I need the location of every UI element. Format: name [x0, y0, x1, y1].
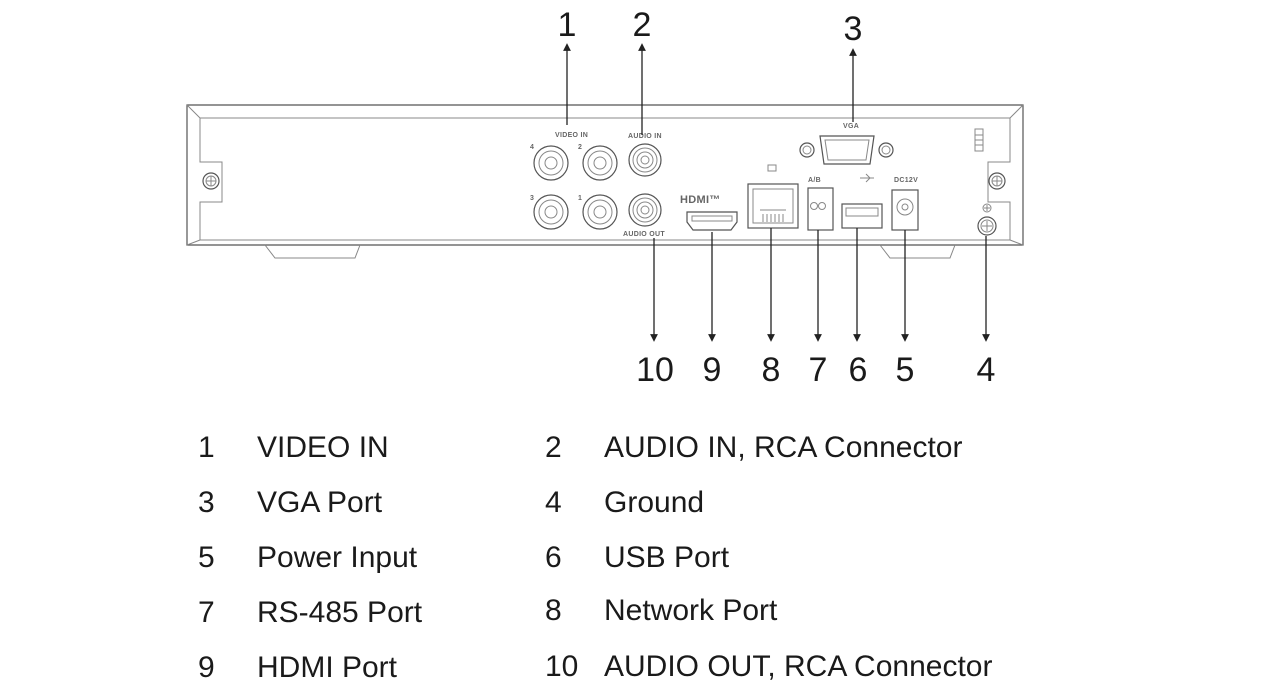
legend-number: 6 [545, 541, 562, 574]
bnc-connector[interactable] [533, 194, 569, 230]
legend-number: 7 [198, 596, 215, 629]
legend-label: Ground [604, 486, 705, 519]
network-icon [767, 164, 777, 172]
vga-port[interactable]: VGA [799, 123, 894, 165]
vent-slot [974, 128, 984, 152]
legend-label: AUDIO IN, RCA Connector [604, 431, 963, 464]
legend-number: 10 [545, 650, 579, 683]
video-in-label: VIDEO IN [555, 132, 588, 139]
power-input[interactable]: DC12V [891, 177, 919, 231]
legend-number: 3 [198, 486, 215, 519]
ground-screw [977, 203, 997, 236]
audio-in-label: AUDIO IN [628, 133, 662, 140]
callout-4: 4 [977, 351, 996, 389]
rs485-label: A/B [808, 177, 821, 184]
callout-arrows-top: 1 2 3 [558, 6, 863, 135]
channel-label: 2 [578, 144, 582, 151]
callout-1: 1 [558, 6, 577, 44]
callout-2: 2 [633, 6, 652, 44]
callout-6: 6 [849, 351, 868, 389]
channel-label: 1 [578, 195, 582, 202]
callout-8: 8 [762, 351, 781, 389]
legend-number: 2 [545, 431, 562, 464]
power-label: DC12V [894, 177, 918, 184]
callout-3: 3 [844, 10, 863, 48]
legend-label: Network Port [604, 594, 778, 627]
bnc-connector[interactable] [533, 145, 569, 181]
audio-in-rca[interactable]: AUDIO IN [628, 133, 662, 177]
hdmi-port[interactable]: HDMI™ [680, 194, 738, 231]
legend-label: VIDEO IN [257, 431, 389, 464]
callout-arrows-bottom: 10 9 8 7 6 5 4 [636, 228, 995, 389]
mount-screw-right [988, 172, 1006, 190]
audio-out-label: AUDIO OUT [623, 231, 665, 238]
network-port[interactable] [747, 164, 799, 229]
legend-number: 1 [198, 431, 215, 464]
callout-5: 5 [896, 351, 915, 389]
bnc-connector[interactable] [582, 145, 618, 181]
legend-number: 5 [198, 541, 215, 574]
legend-number: 4 [545, 486, 562, 519]
rs485-terminal[interactable]: A/B [807, 177, 834, 231]
callout-10: 10 [636, 351, 674, 389]
legend-label: HDMI Port [257, 651, 398, 684]
callout-7: 7 [809, 351, 828, 389]
channel-label: 3 [530, 195, 534, 202]
vga-label: VGA [843, 123, 859, 130]
chassis [186, 104, 1024, 259]
legend-label: USB Port [604, 541, 730, 574]
usb-port[interactable] [841, 173, 883, 229]
rear-panel-diagram: VIDEO IN 4 2 3 1 AUDIO IN AUDIO OUT HDMI… [186, 6, 1024, 389]
legend-label: VGA Port [257, 486, 383, 519]
channel-label: 4 [530, 144, 534, 151]
legend-number: 9 [198, 651, 215, 684]
callout-9: 9 [703, 351, 722, 389]
legend-number: 8 [545, 594, 562, 627]
video-in-bnc-group: VIDEO IN 4 2 3 1 [530, 132, 618, 230]
legend-label: Power Input [257, 541, 418, 574]
audio-out-rca[interactable]: AUDIO OUT [623, 193, 665, 238]
legend-label: RS-485 Port [257, 596, 423, 629]
legend-label: AUDIO OUT, RCA Connector [604, 650, 993, 683]
mount-screw-left [202, 172, 220, 190]
usb-icon [860, 173, 874, 183]
bnc-connector[interactable] [582, 194, 618, 230]
hdmi-logo: HDMI™ [680, 194, 721, 206]
